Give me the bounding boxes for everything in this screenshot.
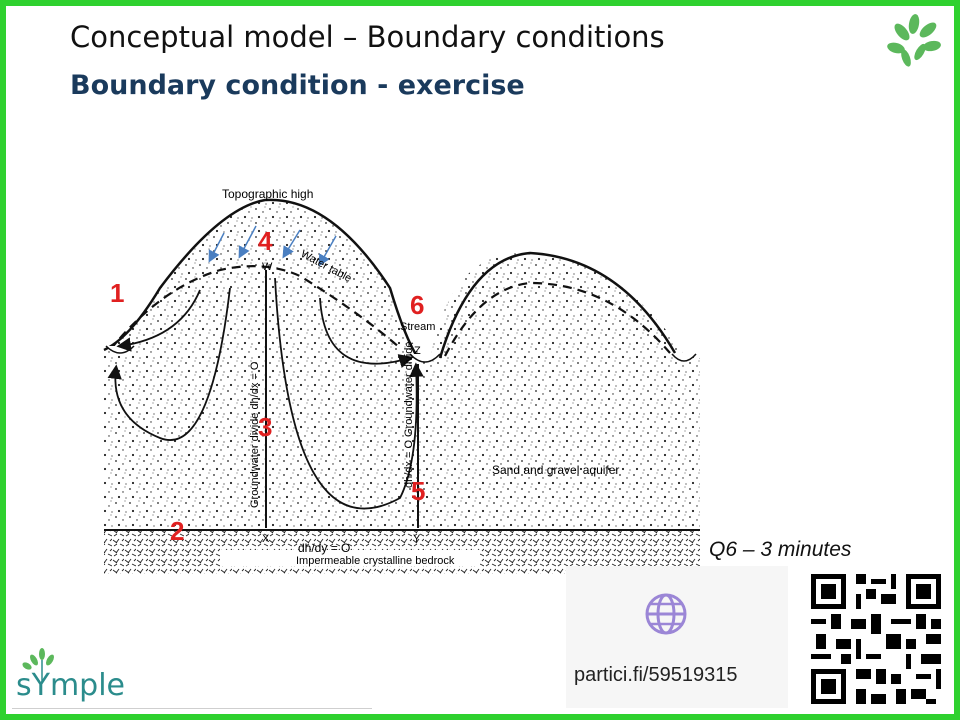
bottom-boundary-label: dh/dy = O [298,541,350,555]
sand-gravel-label: Sand and gravel aquifer [492,463,619,477]
footer-divider [12,708,372,709]
stream-label: Stream [400,321,435,333]
groundwater-divide-left-label: Groundwater divide dh/dx = O [249,361,261,508]
diagram-svg: Topographic high Water table Stream W X … [103,187,700,574]
point-y-label: Y [413,533,421,545]
marker-3: 3 [258,412,273,442]
slide-subtitle: Boundary condition - exercise [70,70,525,101]
point-x-label: X [262,533,270,545]
topographic-high-label: Topographic high [222,187,313,201]
point-w-label: W [262,261,273,273]
marker-1: 1 [110,278,125,308]
question-label: Q6 – 3 minutes [709,538,852,561]
marker-4: 4 [258,226,273,256]
participation-url[interactable]: partici.fi/59519315 [574,664,738,686]
bedrock-label: Impermeable crystalline bedrock [296,555,455,567]
point-z-label: Z [414,345,421,357]
groundwater-flow-diagram: Topographic high Water table Stream W X … [100,178,710,578]
globe-icon [645,593,687,635]
symple-logo-icon [22,648,54,682]
marker-2: 2 [170,516,185,546]
qr-code-icon[interactable] [806,569,946,709]
symple-logo-text: sYmple [16,668,126,703]
marker-5: 5 [411,476,426,506]
leaf-logo-icon [887,14,941,67]
marker-6: 6 [410,290,425,320]
slide-title: Conceptual model – Boundary conditions [70,20,665,54]
participation-panel[interactable]: partici.fi/59519315 [566,566,788,708]
groundwater-divide-right-label: dh/dx = O Groundwater divide [403,342,415,488]
